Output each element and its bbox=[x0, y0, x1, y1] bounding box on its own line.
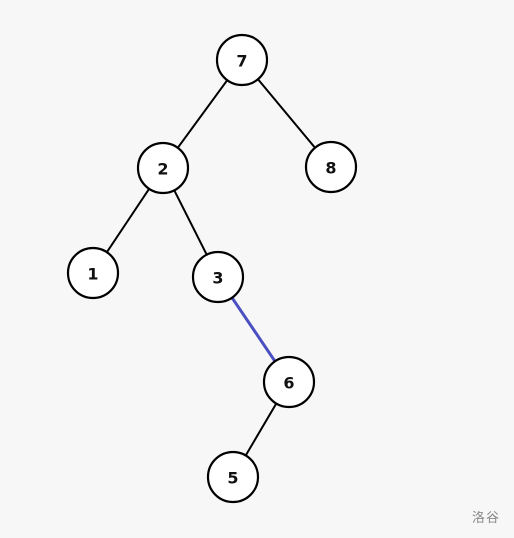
nodes-layer: 7 2 8 1 3 6 5 bbox=[66, 33, 358, 504]
node-label: 6 bbox=[283, 374, 294, 393]
edge-7-2 bbox=[176, 79, 229, 149]
node-label: 2 bbox=[157, 160, 168, 179]
node-circle bbox=[262, 355, 316, 409]
tree-node-1: 1 bbox=[66, 246, 120, 300]
node-label: 7 bbox=[236, 52, 247, 71]
edge-2-3 bbox=[173, 189, 208, 256]
node-circle bbox=[136, 141, 190, 195]
edge-3-6 bbox=[230, 296, 277, 363]
edge-7-8 bbox=[257, 78, 316, 149]
tree-node-6: 6 bbox=[262, 355, 316, 409]
node-label: 1 bbox=[87, 265, 98, 284]
tree-node-3: 3 bbox=[191, 250, 245, 304]
tree-node-2: 2 bbox=[136, 141, 190, 195]
node-circle bbox=[191, 250, 245, 304]
node-label: 3 bbox=[212, 269, 223, 288]
tree-node-7: 7 bbox=[215, 33, 269, 87]
tree-node-8: 8 bbox=[304, 140, 358, 194]
edge-2-1 bbox=[106, 188, 150, 253]
node-circle bbox=[206, 450, 260, 504]
edges-layer bbox=[106, 78, 316, 456]
node-label: 8 bbox=[325, 159, 336, 178]
tree-node-5: 5 bbox=[206, 450, 260, 504]
node-label: 5 bbox=[227, 469, 238, 488]
node-circle bbox=[215, 33, 269, 87]
node-circle bbox=[66, 246, 120, 300]
edge-6-5 bbox=[244, 403, 278, 456]
node-circle bbox=[304, 140, 358, 194]
watermark-text: 洛谷 bbox=[471, 511, 500, 526]
